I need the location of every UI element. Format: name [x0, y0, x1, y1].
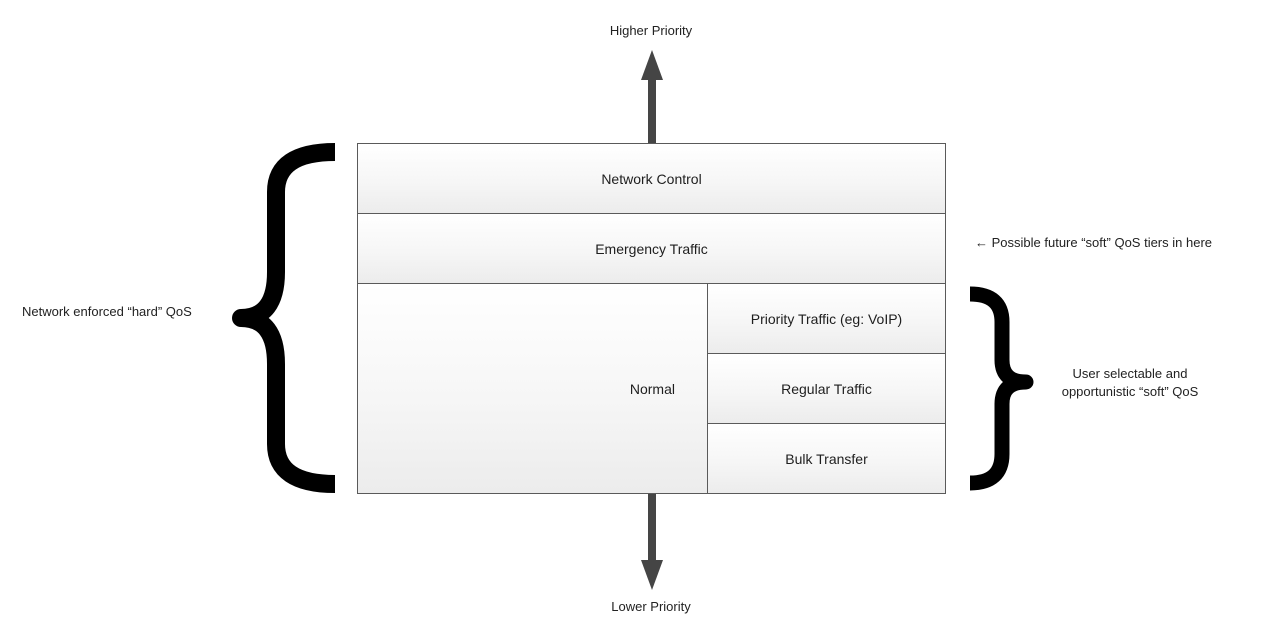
- higher-priority-label: Higher Priority: [609, 23, 693, 38]
- left-arrow-icon: ←: [975, 235, 988, 250]
- soft-qos-label: User selectable and opportunistic “soft”…: [1030, 365, 1230, 401]
- tier-network-control: Network Control: [357, 143, 946, 214]
- tier-regular-traffic-label: Regular Traffic: [781, 380, 872, 397]
- tier-bulk-transfer: Bulk Transfer: [707, 423, 946, 494]
- tier-bulk-transfer-label: Bulk Transfer: [785, 450, 868, 467]
- lower-priority-arrow: [641, 494, 663, 590]
- tier-emergency-traffic: Emergency Traffic: [357, 213, 946, 284]
- tier-priority-traffic-label: Priority Traffic (eg: VoIP): [750, 310, 903, 327]
- soft-qos-label-line1: User selectable and: [1072, 366, 1188, 381]
- tier-regular-traffic: Regular Traffic: [707, 353, 946, 424]
- higher-priority-arrow: [641, 50, 663, 144]
- soft-qos-label-line2: opportunistic “soft” QoS: [1061, 384, 1199, 399]
- hard-qos-brace: [232, 143, 336, 493]
- future-soft-qos-note: ← Possible future “soft” QoS tiers in he…: [975, 234, 1212, 252]
- soft-qos-brace: [969, 286, 1034, 491]
- tier-normal: Normal: [357, 283, 708, 494]
- lower-priority-label: Lower Priority: [611, 599, 691, 614]
- tier-normal-label: Normal: [629, 380, 675, 397]
- tier-emergency-traffic-label: Emergency Traffic: [595, 240, 708, 257]
- hard-qos-label: Network enforced “hard” QoS: [22, 304, 192, 319]
- tier-network-control-label: Network Control: [601, 170, 702, 187]
- future-soft-qos-note-text: Possible future “soft” QoS tiers in here: [991, 235, 1212, 250]
- tier-priority-traffic: Priority Traffic (eg: VoIP): [707, 283, 946, 354]
